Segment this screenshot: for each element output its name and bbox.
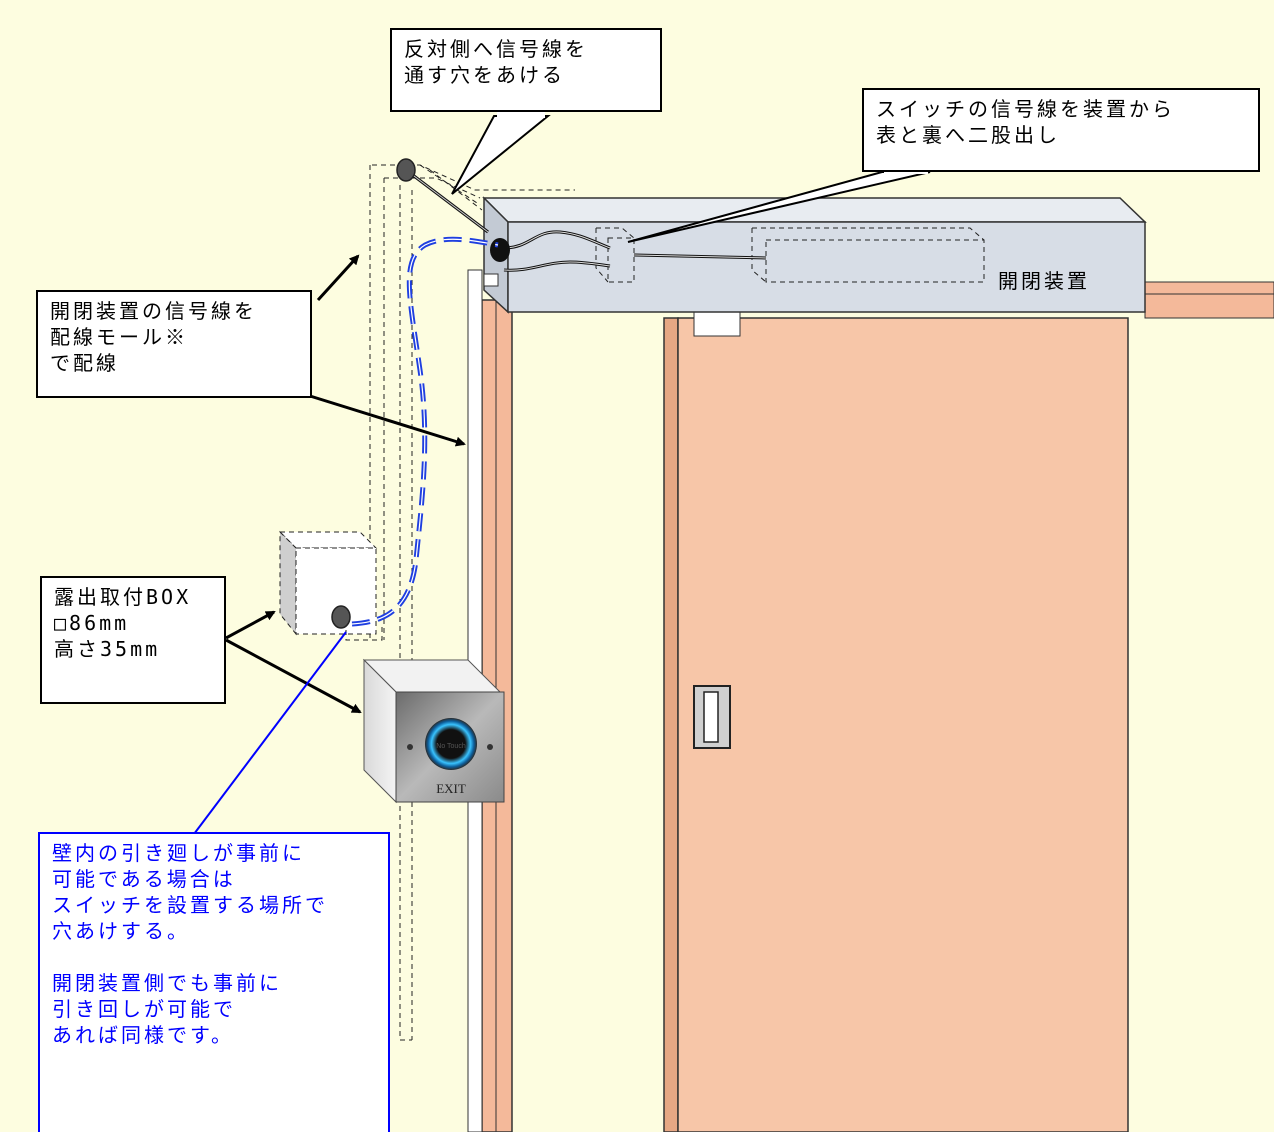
lintel-right [1144,281,1274,319]
touchless-sensor-ring[interactable] [425,718,477,770]
switch-button-text: No Touch [436,743,466,750]
exit-switch[interactable]: No Touch EXIT [362,658,505,804]
wall-hole-top [396,158,489,234]
device-label: 開閉装置 [998,269,1090,293]
sliding-door [663,311,1129,1132]
callout-in-wall-note: 壁内の引き廻しが事前に 可能である場合は スイッチを設置する場所で 穴あけする。… [38,832,390,1132]
door-operator-unit [482,196,1147,314]
callout-wire-split: スイッチの信号線を装置から 表と裏へ二股出し [862,88,1260,172]
callout-wire-molding: 開閉装置の信号線を 配線モール※ で配線 [36,290,312,398]
switch-plate-text: EXIT [436,781,466,796]
door-stopper [693,311,741,337]
dashed-molding-outline [369,164,575,1041]
callout-mount-box: 露出取付BOX □86mm 高さ35mm [40,576,226,704]
surface-mount-box [278,530,383,641]
callout-drill-hole: 反対側へ信号線を 通す穴をあける [390,28,662,112]
